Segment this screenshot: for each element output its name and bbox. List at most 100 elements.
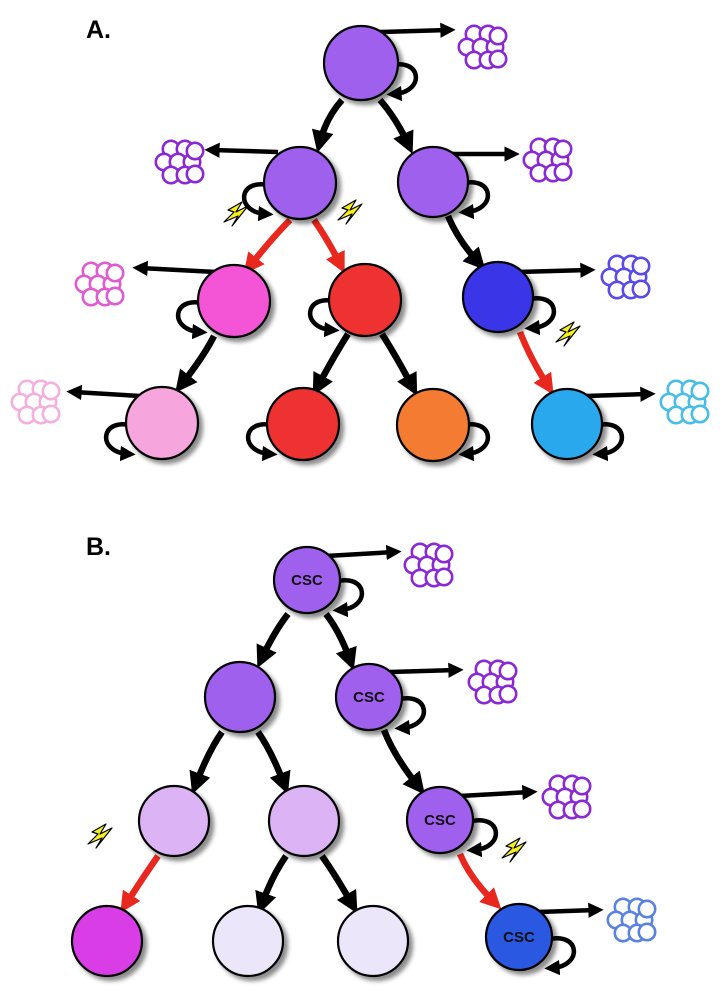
cell-a6 [461,260,535,334]
to-cluster-b6 [459,784,538,801]
cell-a10 [530,387,604,461]
arrow-b5-b8 [255,854,289,915]
to-cluster-b10 [537,902,604,918]
cell-circle [336,904,410,978]
to-cluster-a1 [379,22,456,38]
lightning-a-mid [337,199,363,225]
to-cluster-a6 [517,262,596,278]
cell-a4 [196,263,272,339]
cell-circle [396,145,470,219]
loop-b1 [332,578,365,618]
tumor-cluster-a1 [457,24,508,70]
cell-a3 [396,145,470,219]
cell-circle [484,902,554,972]
tumor-clusters-layer [10,24,710,943]
cell-a5 [327,262,403,338]
loop-b6 [466,818,499,858]
loop-a2 [241,182,274,222]
cell-label-csc: CSC [291,572,323,589]
arrow-a3-a6 [445,214,486,271]
arrow-b1-b3 [323,612,357,671]
tumor-cluster-a4 [74,261,125,307]
cell-b3: CSC [334,662,404,732]
cell-circle [395,387,471,463]
loop-b10 [544,936,577,976]
tumor-cluster-a3 [522,137,573,183]
red-arrow-a6-a10 [516,330,554,395]
arrow-b3-b6 [380,728,425,795]
arrow-b1-b2 [256,612,291,669]
cell-circle [327,262,403,338]
tumor-cluster-b1 [403,542,454,588]
cell-circle [137,784,211,858]
cell-circle [272,545,342,615]
red-arrow-a2-a5 [311,218,345,274]
cell-label-csc: CSC [353,689,385,706]
to-cluster-b1 [325,544,402,561]
arrow-a1-a3 [377,97,414,155]
cell-b5 [267,784,341,858]
cell-a1 [322,24,400,102]
tumor-cluster-b3 [467,659,518,705]
cell-b6: CSC [405,785,475,855]
loop-a6 [524,296,557,336]
cell-circle [203,660,277,734]
tumor-cluster-a6 [600,254,651,300]
loop-a10 [592,422,625,462]
cell-a2 [262,145,338,221]
arrow-b5-b9 [319,854,358,914]
cell-a8 [265,386,341,462]
tumor-cluster-a7 [10,379,61,425]
arrow-a1-a2 [311,97,345,153]
cell-circle [196,263,272,339]
panel-b-label: B. [86,533,111,561]
tumor-cluster-b10 [606,897,657,943]
cell-circle [334,662,404,732]
cell-circle [461,260,535,334]
to-cluster-a4 [132,260,217,277]
arrow-a4-a7 [175,334,217,393]
arrow-a5-a8 [312,332,351,396]
cells-layer: CSC CSC CSC CSC [70,24,604,978]
panel-a-label: A. [86,16,111,44]
lightning-layer [87,199,581,863]
loop-a4 [175,300,208,340]
to-cluster-b3 [389,662,464,678]
arrow-b2-b5 [255,730,291,795]
tumor-cluster-a2 [154,139,205,185]
lightning-a-left [223,201,249,227]
tumor-cluster-a10 [659,379,710,425]
to-cluster-a7 [66,384,141,401]
cell-b10: CSC [484,902,554,972]
arrow-a5-a9 [379,332,418,396]
cell-circle [262,145,338,221]
cell-b8 [211,904,285,978]
tumor-cluster-b6 [541,774,592,820]
loop-b3 [394,696,427,736]
cell-circle [124,385,200,461]
cell-b2 [203,660,277,734]
cell-circle [211,904,285,978]
to-cluster-a2 [204,142,279,158]
cell-b7 [70,904,144,978]
cell-circle [265,386,341,462]
cell-b9 [336,904,410,978]
cell-circle [530,387,604,461]
loop-a3 [458,180,491,220]
cell-circle [267,784,341,858]
cell-label-csc: CSC [503,929,535,946]
cell-a7 [124,385,200,461]
cell-b1: CSC [272,545,342,615]
red-arrow-b6-b10 [457,852,502,910]
cell-circle [405,785,475,855]
loop-a7 [103,422,136,462]
arrow-b2-b4 [189,730,225,795]
to-cluster-a10 [585,386,656,402]
cell-label-csc: CSC [424,812,456,829]
cell-b4 [137,784,211,858]
red-arrow-a2-a4 [243,217,293,275]
cell-circle [70,904,144,978]
lightning-a-right [555,321,581,347]
lightning-b-right [501,837,527,863]
